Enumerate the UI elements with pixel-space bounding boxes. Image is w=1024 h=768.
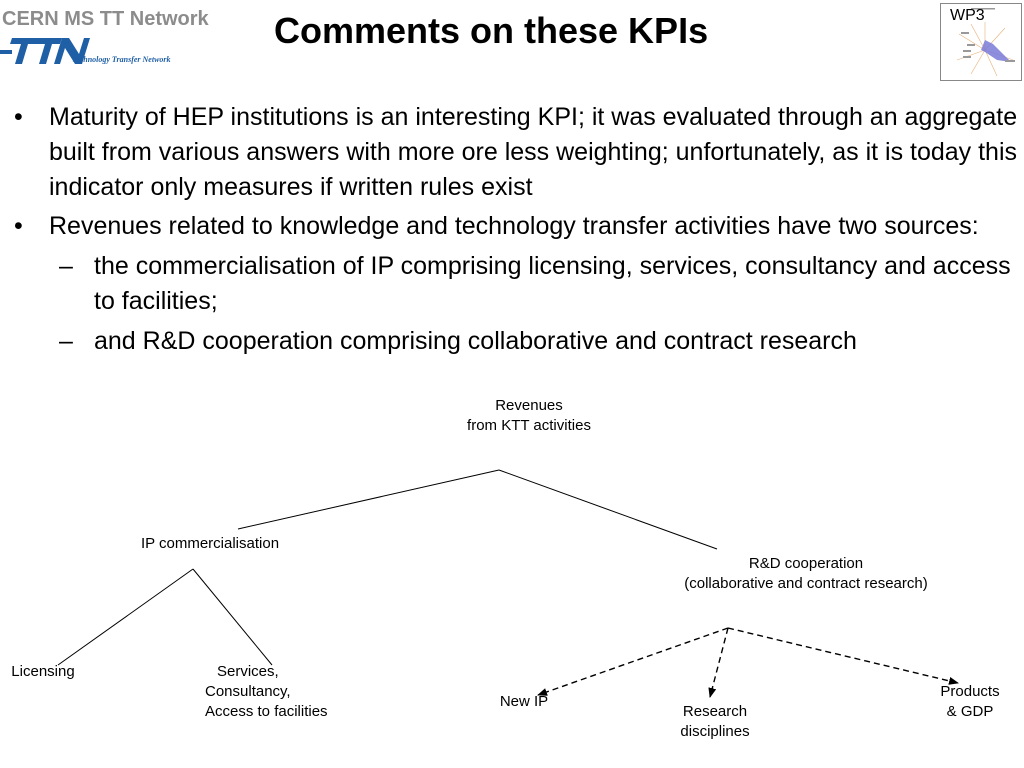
sub-bullet-list: – the commercialisation of IP comprising…	[49, 249, 1018, 359]
node-new-ip: New IP	[499, 693, 549, 710]
node-licensing: Licensing	[11, 663, 75, 680]
bullet-text: Maturity of HEP institutions is an inter…	[49, 103, 1018, 201]
edge-ip-licensing	[57, 568, 194, 666]
sub-bullet-item: – and R&D cooperation comprising collabo…	[49, 324, 1018, 359]
edge-rd-new-ip	[537, 627, 729, 696]
thumbnail-label: WP3	[950, 7, 985, 24]
bullet-list: • Maturity of HEP institutions is an int…	[0, 100, 1024, 364]
node-products-gdp: Products & GDP	[940, 683, 1000, 720]
bullet-mark: •	[14, 212, 23, 240]
node-rd-cooperation: R&D cooperation (collaborative and contr…	[684, 555, 928, 592]
logo-tagline: Technology Transfer Network	[72, 55, 171, 64]
node-revenues: Revenues from KTT activities	[467, 397, 591, 434]
edge-rd-research	[708, 627, 729, 698]
bullet-text: Revenues related to knowledge and techno…	[49, 212, 979, 240]
wp3-thumbnail: WP3	[940, 3, 1022, 81]
sub-bullet-mark: –	[59, 252, 73, 280]
bullet-mark: •	[14, 103, 23, 131]
bullet-item: • Maturity of HEP institutions is an int…	[0, 100, 1024, 205]
bullet-item: • Revenues related to knowledge and tech…	[0, 209, 1024, 359]
node-ip-commercialisation: IP commercialisation	[140, 535, 280, 552]
slide-title: Comments on these KPIs	[274, 10, 709, 51]
sub-bullet-text: and R&D cooperation comprising collabora…	[94, 327, 857, 355]
edge-rd-products	[727, 627, 959, 685]
ttn-logo: Technology Transfer Network	[0, 38, 171, 64]
sub-bullet-item: – the commercialisation of IP comprising…	[49, 249, 1018, 319]
sub-bullet-text: the commercialisation of IP comprising l…	[94, 252, 1011, 315]
edge-ip-services	[192, 568, 273, 666]
sub-bullet-mark: –	[59, 327, 73, 355]
organisation-name: CERN MS TT Network	[2, 8, 209, 30]
node-research-disciplines: Research disciplines	[680, 703, 750, 740]
node-services: Services, Consultancy, Access to facilit…	[205, 663, 328, 720]
radar-chart-thumbnail-icon	[956, 8, 1015, 77]
edge-root-rd	[498, 469, 718, 550]
edge-root-ip	[237, 469, 500, 530]
